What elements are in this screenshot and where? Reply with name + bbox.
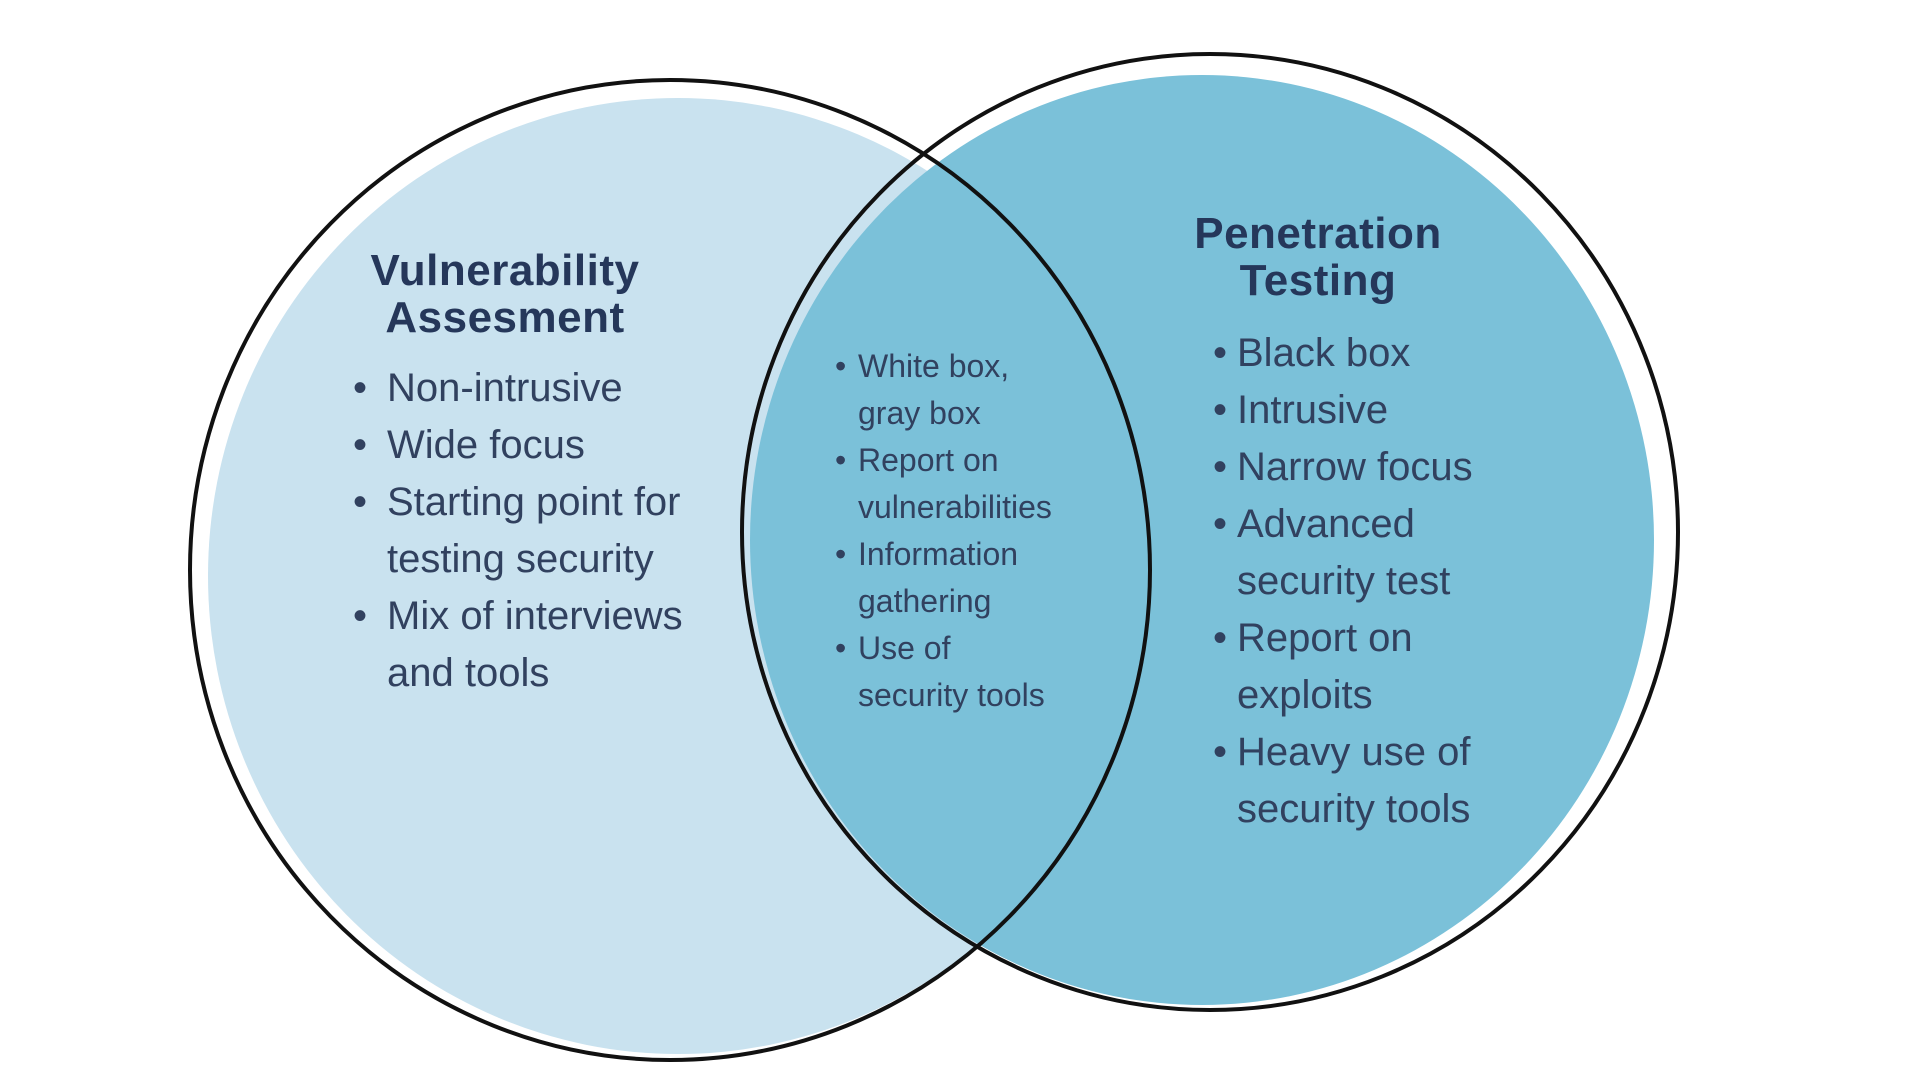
list-item: Information gathering: [835, 531, 1105, 625]
left-circle-outline: [188, 78, 1152, 1062]
right-circle-title: Penetration Testing: [1194, 209, 1442, 305]
right-circle-bullet-list: Black boxIntrusiveNarrow focusAdvanced s…: [1213, 325, 1643, 838]
list-item: White box, gray box: [835, 343, 1105, 437]
list-item: Intrusive: [1213, 382, 1643, 439]
list-item: Heavy use of security tools: [1213, 724, 1643, 838]
list-item: Starting point for testing security: [353, 474, 783, 588]
list-item: Advanced security test: [1213, 496, 1643, 610]
list-item: Black box: [1213, 325, 1643, 382]
overlap-bullet-list: White box, gray boxReport on vulnerabili…: [835, 343, 1105, 719]
left-circle-bullet-list: Non-intrusiveWide focusStarting point fo…: [353, 360, 783, 702]
list-item: Use of security tools: [835, 625, 1105, 719]
list-item: Report on vulnerabilities: [835, 437, 1105, 531]
left-circle-title: Vulnerability Assesment: [370, 246, 640, 342]
list-item: Narrow focus: [1213, 439, 1643, 496]
list-item: Report on exploits: [1213, 610, 1643, 724]
list-item: Mix of interviews and tools: [353, 588, 783, 702]
list-item: Non-intrusive: [353, 360, 783, 417]
list-item: Wide focus: [353, 417, 783, 474]
